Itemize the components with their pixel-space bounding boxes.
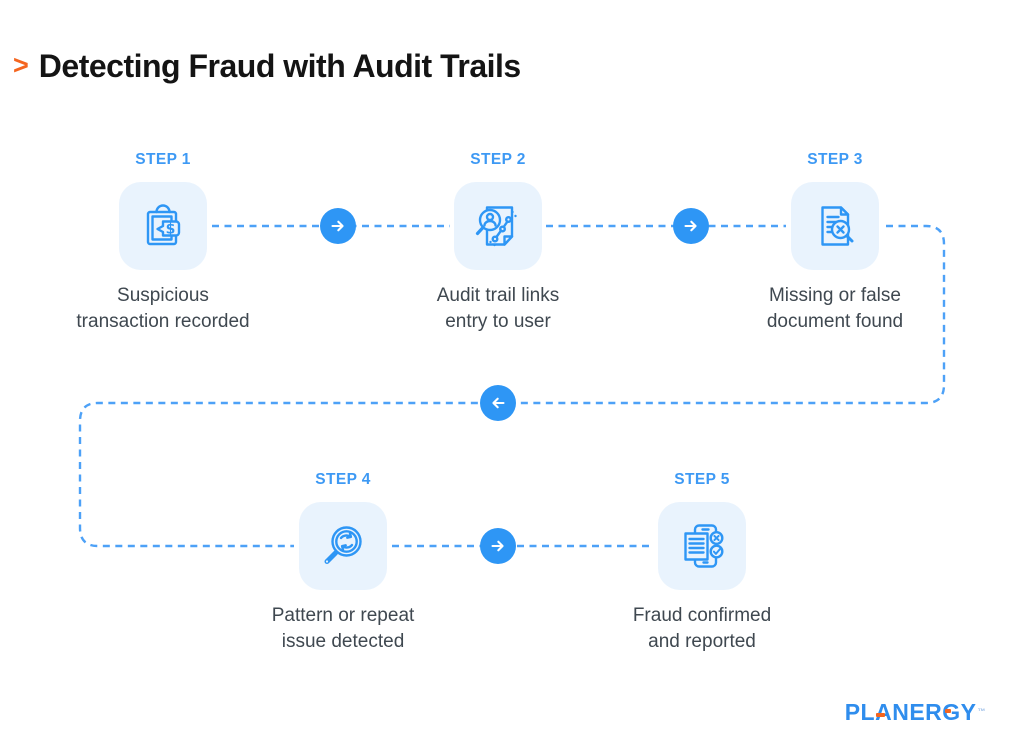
planergy-logo: PLANERGY™ [845, 698, 986, 726]
step-2-label: STEP 2 [470, 151, 526, 168]
phone-report-check-icon [684, 524, 724, 568]
arrow-right-icon [684, 220, 697, 232]
step-1-caption: Suspicious transaction recorded [76, 285, 250, 332]
step-3-caption: Missing or false document found [766, 285, 904, 332]
step-1-label: STEP 1 [135, 151, 191, 168]
step-5-tile [658, 502, 746, 590]
flow-arrow-4 [480, 528, 516, 564]
arrow-right-icon [331, 220, 344, 232]
clipboard-dollar-icon: $ [146, 204, 181, 246]
step-3-tile [791, 182, 879, 270]
trademark-symbol: ™ [977, 707, 986, 716]
step-4-caption: Pattern or repeat issue detected [271, 605, 415, 652]
step-5-label: STEP 5 [674, 471, 730, 488]
magnifier-user-chart-icon [475, 206, 517, 247]
arrow-right-icon [491, 540, 504, 552]
title-row: > Detecting Fraud with Audit Trails [13, 46, 521, 86]
document-error-magnifier-icon [821, 206, 854, 246]
step-2: STEP 2 [378, 150, 618, 335]
logo-text: PLANERGY [844, 699, 977, 725]
flow-arrow-2 [673, 208, 709, 244]
step-2-tile [454, 182, 542, 270]
page-title: Detecting Fraud with Audit Trails [38, 48, 521, 84]
step-4: STEP 4 Pattern or repeat issue detected [223, 470, 463, 655]
step-5: STEP 5 Fraud confirmed and reported [582, 470, 822, 655]
arrow-left-icon [492, 397, 505, 409]
step-1: STEP 1 $ Suspicious transaction recorded [43, 150, 283, 335]
step-4-tile [299, 502, 387, 590]
step-3: STEP 3 Missing or false document found [715, 150, 955, 335]
step-4-label: STEP 4 [315, 471, 371, 488]
svg-text:$: $ [166, 222, 176, 238]
logo-orange-accent-a [875, 713, 885, 717]
step-3-label: STEP 3 [807, 151, 863, 168]
flow-arrow-1 [320, 208, 356, 244]
title-accent-chevron: > [13, 50, 29, 80]
magnifier-refresh-icon [324, 526, 362, 564]
flow-arrow-3 [480, 385, 516, 421]
step-5-caption: Fraud confirmed and reported [632, 605, 772, 652]
logo-orange-accent-g [944, 709, 951, 713]
step-2-caption: Audit trail links entry to user [436, 285, 560, 332]
step-1-tile: $ [119, 182, 207, 270]
